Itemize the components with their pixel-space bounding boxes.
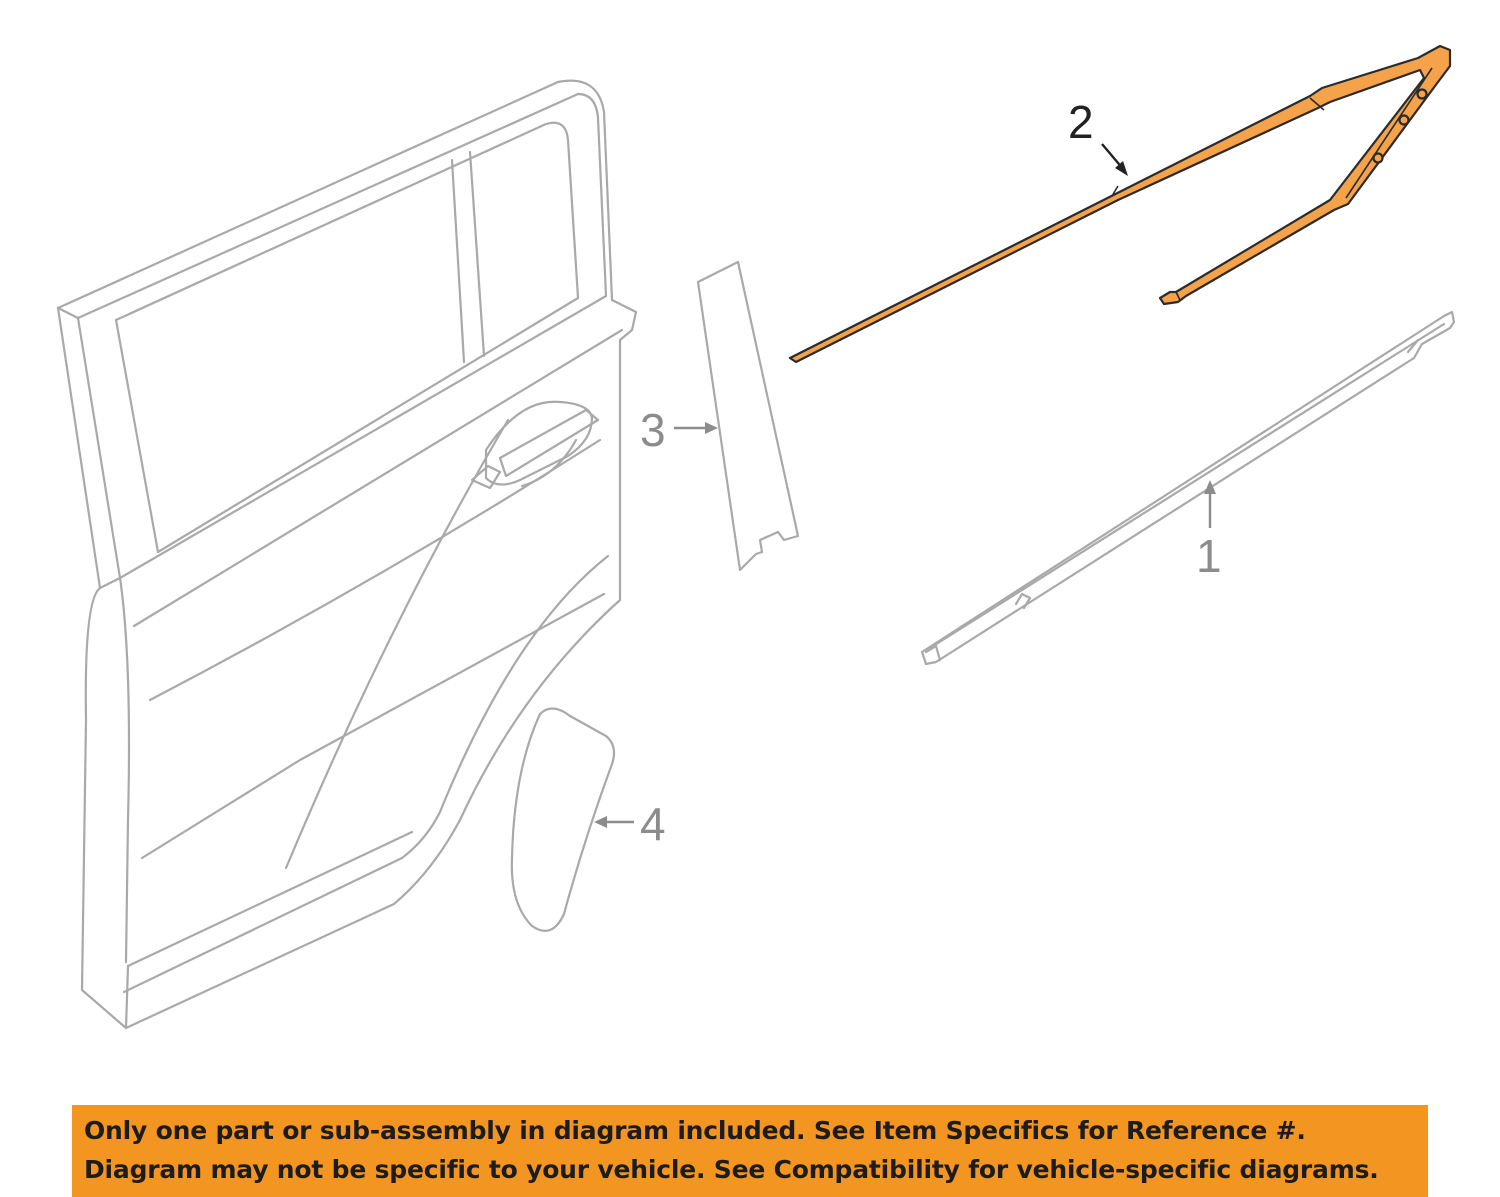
callout-2: 2 <box>1068 96 1128 176</box>
callout-label-4: 4 <box>640 798 666 850</box>
rear-door-illustration <box>56 79 638 1030</box>
part-2-window-molding <box>788 44 1452 364</box>
part-1-belt-molding <box>920 310 1456 666</box>
callout-label-3: 3 <box>640 404 666 456</box>
part-3-pillar-applique <box>696 260 800 572</box>
disclaimer-banner: Only one part or sub-assembly in diagram… <box>72 1105 1428 1197</box>
callout-label-2: 2 <box>1068 96 1094 148</box>
callout-1: 1 <box>1196 480 1222 582</box>
disclaimer-line-2: Diagram may not be specific to your vehi… <box>84 1155 1379 1184</box>
parts-diagram: 1 2 3 4 <box>56 44 1456 1030</box>
part-4-wheel-arch-trim <box>510 707 616 932</box>
callout-3: 3 <box>640 404 718 456</box>
disclaimer-line-1: Only one part or sub-assembly in diagram… <box>84 1116 1306 1145</box>
callout-label-1: 1 <box>1196 530 1222 582</box>
callout-4: 4 <box>594 798 666 850</box>
